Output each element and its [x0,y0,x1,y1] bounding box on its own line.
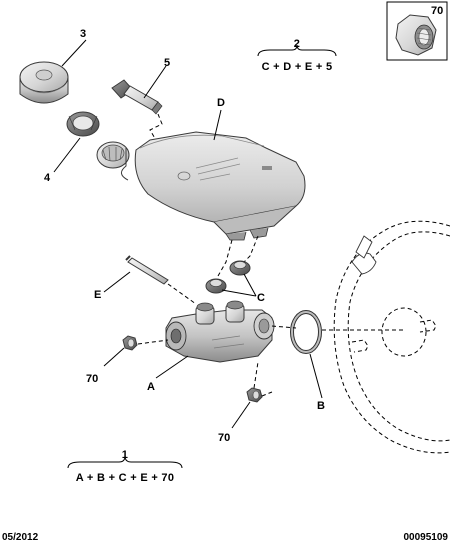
leader-5 [143,65,167,99]
filter-ring [66,111,100,137]
assembly-1-number: 1 [122,449,128,461]
grommet-front [205,278,227,294]
callout-D: D [217,97,225,109]
callout-3: 3 [80,28,86,40]
leader-70-bottom [231,401,251,429]
nut-icon [395,14,437,56]
inset-box-nut-70: 70 [386,1,448,61]
inset-label: 70 [431,5,443,17]
nut-left [122,335,138,351]
leader-C [221,273,257,297]
o-ring-seal [290,310,322,354]
dashed-path-grommet-1 [217,239,233,277]
nut-bottom [246,387,263,403]
callout-C: C [257,292,265,304]
assembly-2-number: 2 [294,38,300,50]
leader-D [213,109,222,141]
footer-reference: 00095109 [404,532,449,543]
brake-booster-outline [333,220,450,454]
leader-4 [53,137,81,173]
callout-4: 4 [44,172,51,184]
assembly-1-parts: A + B + C + E + 70 [76,472,175,484]
callout-5: 5 [164,57,170,69]
leader-70-left [103,347,125,367]
push-rod-pin [125,255,169,285]
assembly-1-brace [67,455,183,469]
reservoir-cap [19,61,69,104]
master-cylinder [165,300,275,363]
assembly-2-parts: C + D + E + 5 [262,61,333,73]
callout-B: B [317,400,325,412]
dashed-path-sensor [149,113,163,141]
leader-E [103,271,131,293]
callout-70-bottom: 70 [218,432,230,444]
assembly-1-formula: 1 A + B + C + E + 70 [67,449,183,484]
leader-3 [61,39,87,67]
fluid-reservoir [121,131,306,241]
dashed-path-nut-bottom [253,361,273,397]
leader-A [155,355,189,379]
dashed-path-nut-left [137,339,169,345]
strainer-basket [96,141,130,169]
footer-date: 05/2012 [2,532,39,543]
dashed-path-grommet-2 [243,235,259,263]
leader-B [309,353,323,399]
callout-E: E [94,289,101,301]
callout-70-left: 70 [86,373,98,385]
callout-A: A [147,381,155,393]
assembly-2-formula: 2 C + D + E + 5 [257,38,337,73]
booster-vacuum-connector [351,235,377,275]
grommet-rear [229,260,251,276]
dashed-path-pin [167,283,197,305]
assembly-2-brace [257,44,337,57]
level-sensor [111,79,163,115]
